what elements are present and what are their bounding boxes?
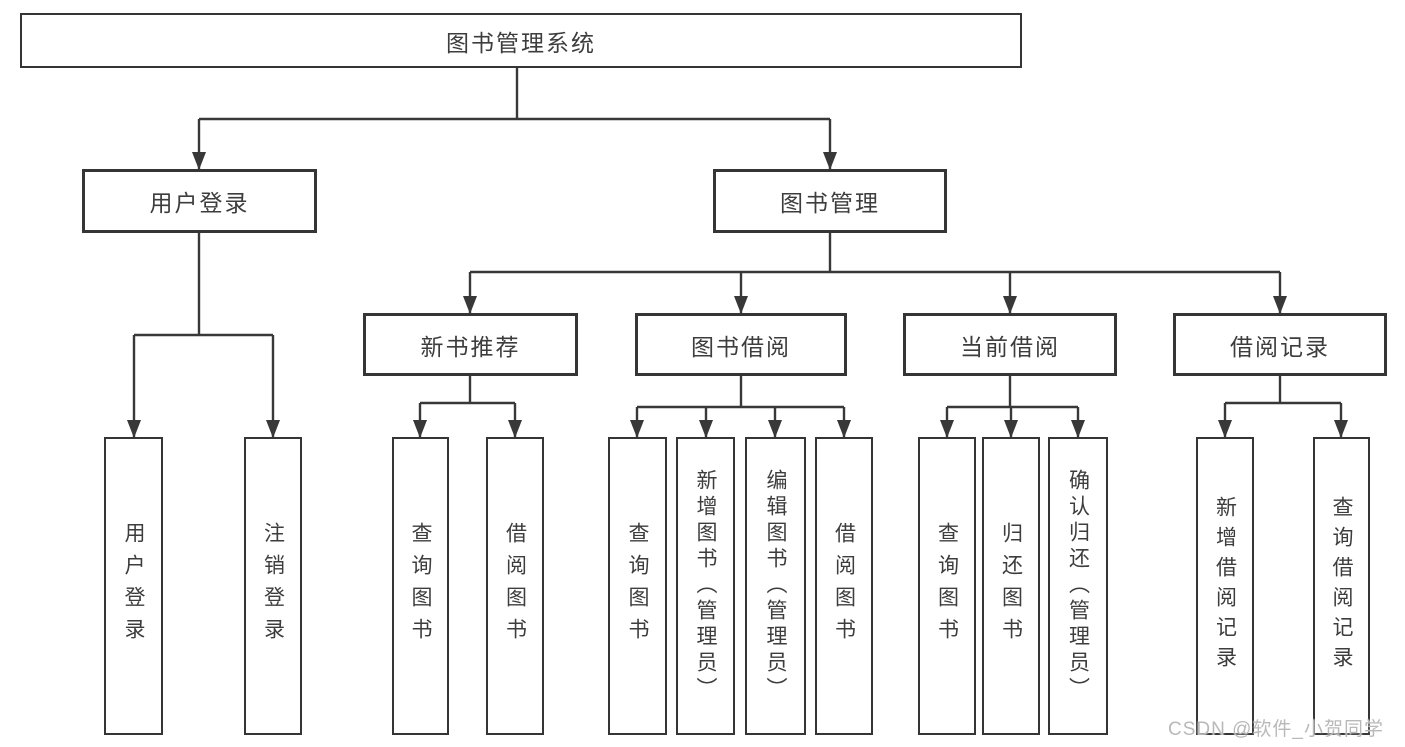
leaf-query-borrow-record: 查询借阅记录 xyxy=(1313,437,1370,735)
leaf-edit-books-admin: 编辑图书（管理员） xyxy=(745,437,806,735)
node-label: 图书管理系统 xyxy=(446,29,596,56)
node-label: 用户登录 xyxy=(149,190,250,216)
node-label: 当前借阅 xyxy=(960,333,1060,360)
leaf-label: 借阅图书 xyxy=(503,522,527,650)
leaf-logout-login: 注销登录 xyxy=(244,437,302,735)
leaf-label: 编辑图书（管理员） xyxy=(764,469,787,703)
node-library-management-system: 图书管理系统 xyxy=(20,13,1022,68)
node-current-borrow: 当前借阅 xyxy=(903,313,1117,376)
leaf-confirm-return-admin: 确认归还（管理员） xyxy=(1048,437,1108,735)
leaf-label: 查询借阅记录 xyxy=(1330,496,1353,676)
leaf-label: 确认归还（管理员） xyxy=(1066,469,1090,703)
node-label: 新书推荐 xyxy=(420,333,521,360)
leaf-query-books-borrow: 查询图书 xyxy=(608,437,667,735)
node-new-book-recommend: 新书推荐 xyxy=(363,313,578,376)
leaf-label: 借阅图书 xyxy=(832,522,856,650)
leaf-query-books-recommend: 查询图书 xyxy=(392,437,449,735)
leaf-query-books-current: 查询图书 xyxy=(918,437,976,735)
node-label: 图书借阅 xyxy=(691,333,791,360)
leaf-label: 查询图书 xyxy=(626,522,649,650)
node-book-management: 图书管理 xyxy=(713,169,947,233)
csdn-watermark: CSDN @软件_小贺同学 xyxy=(1168,719,1384,740)
leaf-borrow-books: 借阅图书 xyxy=(815,437,873,735)
leaf-add-books-admin: 新增图书（管理员） xyxy=(676,437,735,735)
node-book-borrow: 图书借阅 xyxy=(635,313,847,376)
node-user-login: 用户登录 xyxy=(82,169,317,233)
leaf-label: 新增借阅记录 xyxy=(1213,496,1237,676)
leaf-label: 归还图书 xyxy=(999,522,1023,650)
node-borrow-records: 借阅记录 xyxy=(1173,313,1387,376)
leaf-return-books: 归还图书 xyxy=(982,437,1040,735)
leaf-label: 用户登录 xyxy=(122,522,145,650)
node-label: 图书管理 xyxy=(780,190,880,216)
leaf-add-borrow-record: 新增借阅记录 xyxy=(1196,437,1254,735)
node-label: 借阅记录 xyxy=(1230,333,1330,360)
leaf-label: 新增图书（管理员） xyxy=(694,469,717,703)
leaf-label: 注销登录 xyxy=(261,522,285,650)
leaf-user-login: 用户登录 xyxy=(104,437,163,735)
leaf-label: 查询图书 xyxy=(409,522,432,650)
leaf-borrow-books-recommend: 借阅图书 xyxy=(486,437,544,735)
leaf-label: 查询图书 xyxy=(935,522,959,650)
